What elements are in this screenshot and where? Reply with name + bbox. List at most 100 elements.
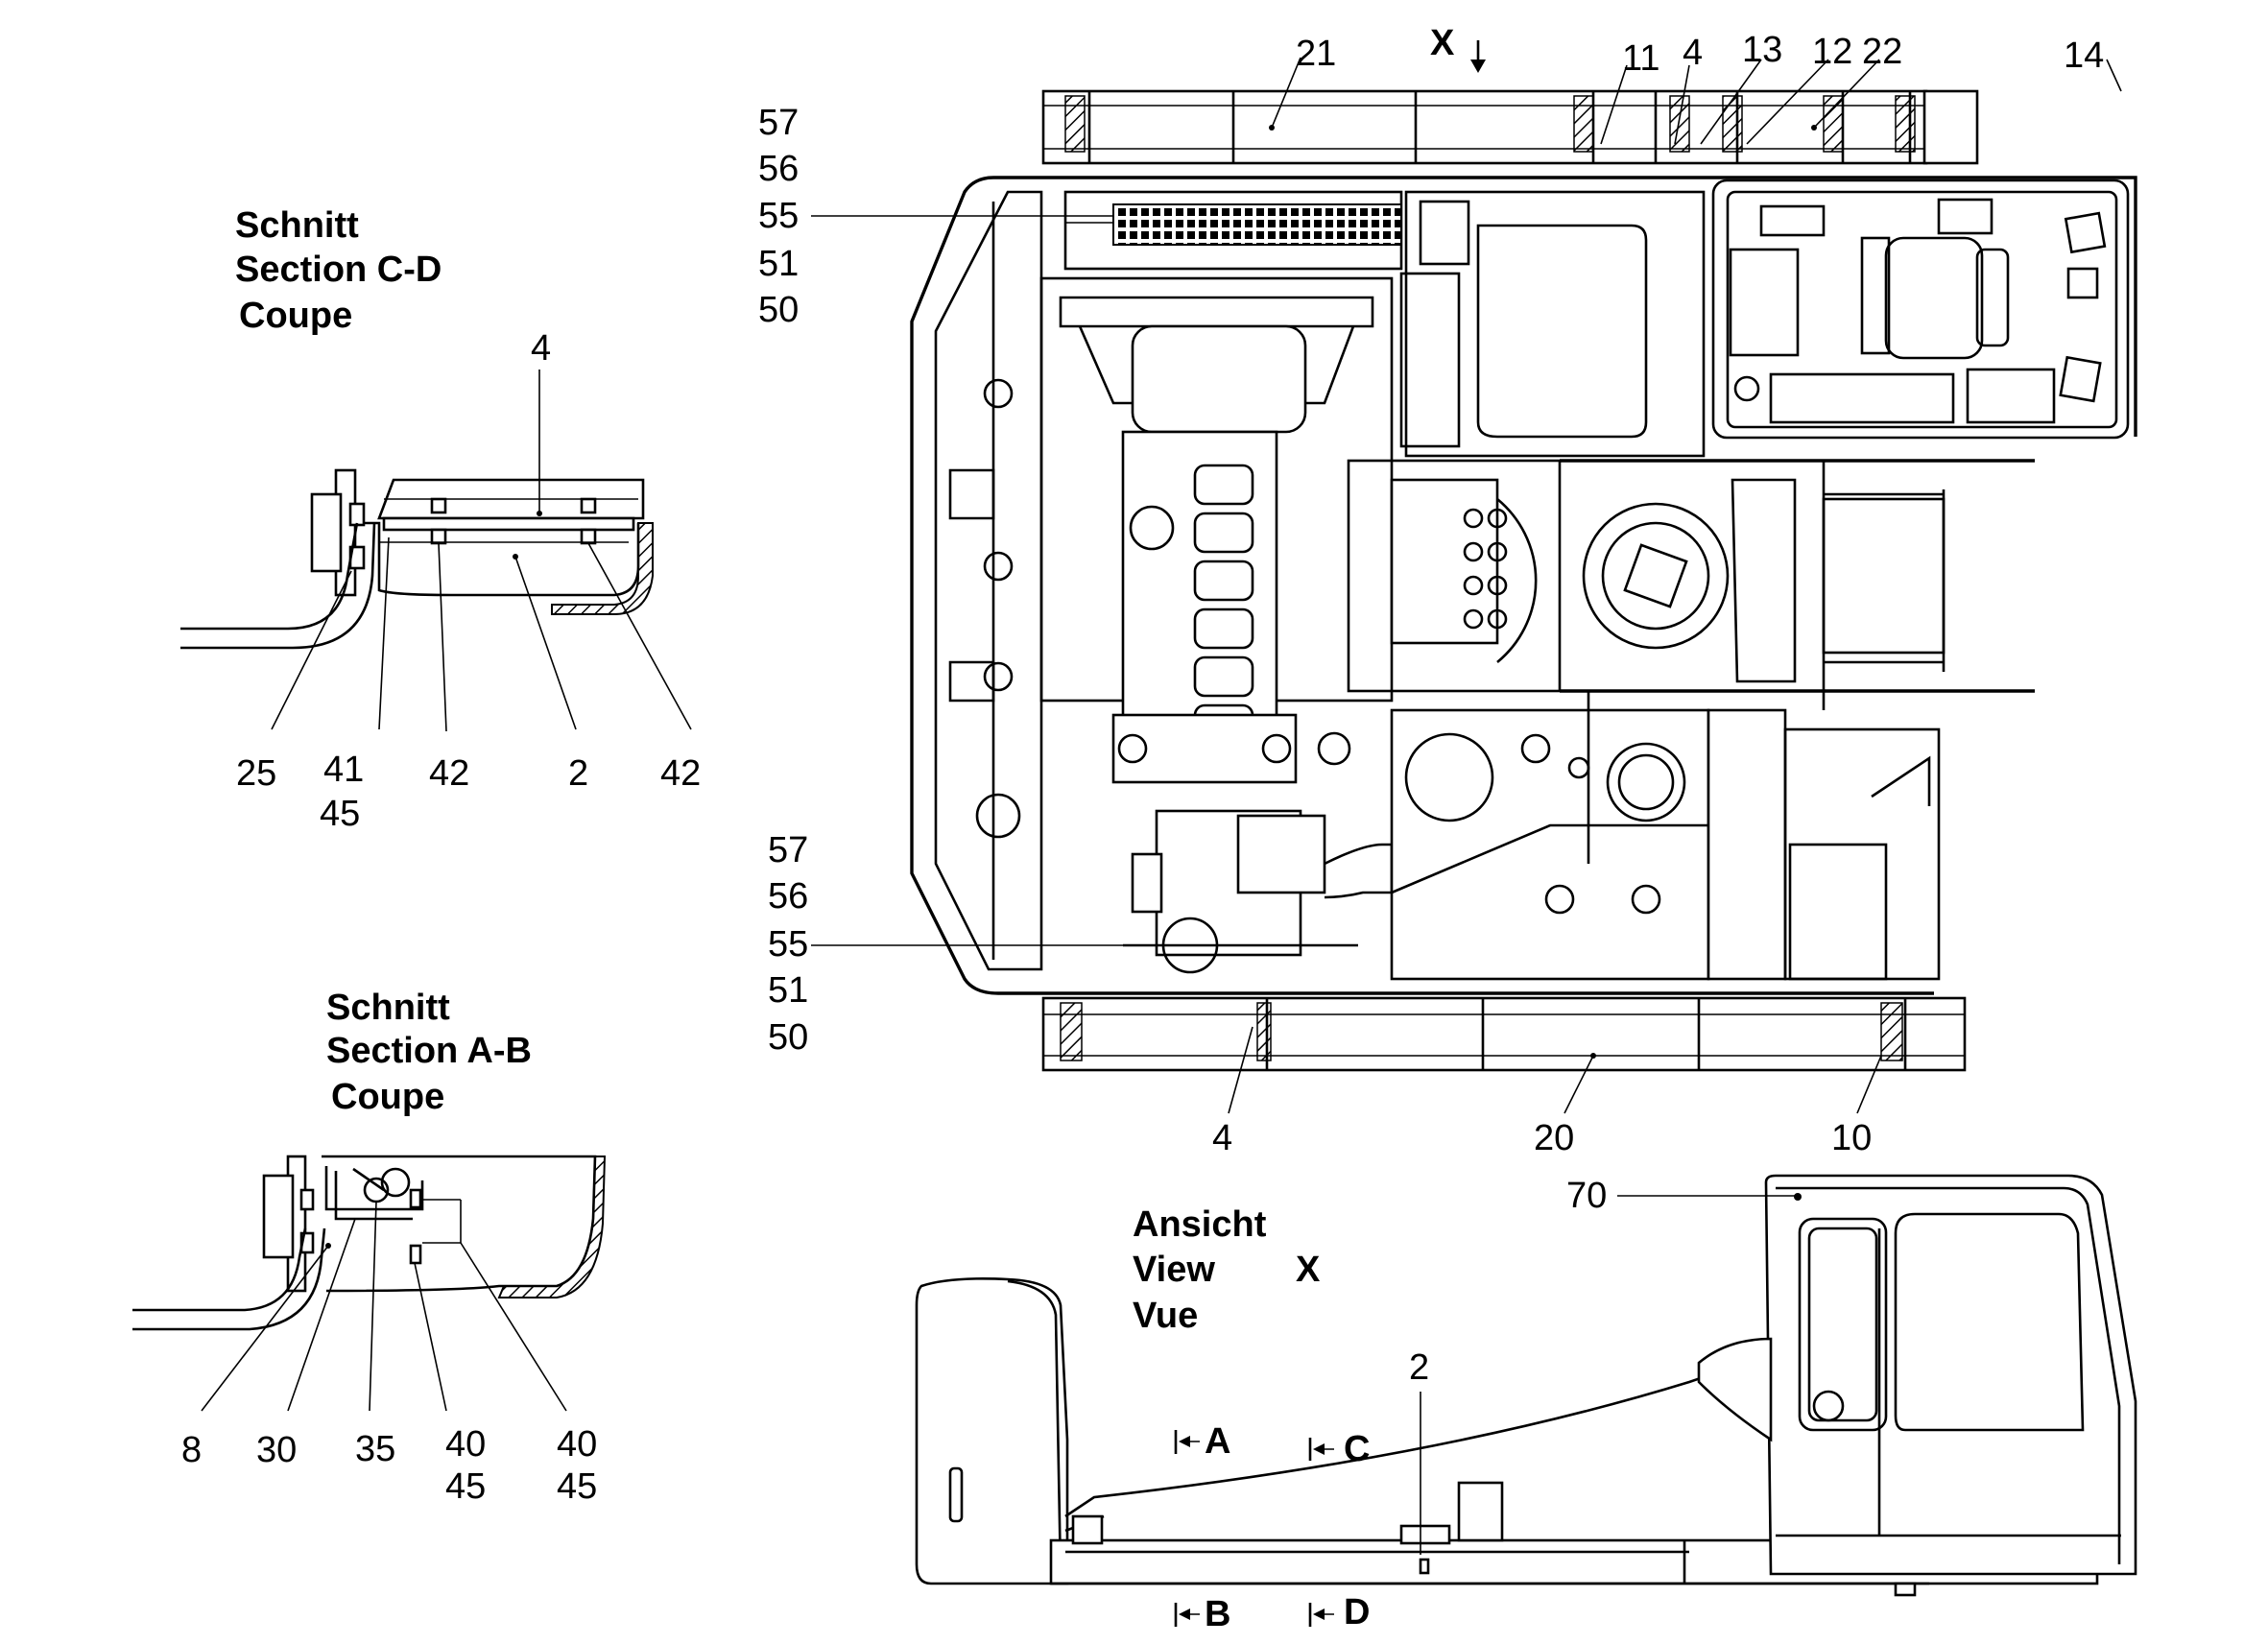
cover-rail [382, 516, 635, 532]
leader-ab-30 [287, 1218, 356, 1412]
filler-cap [1606, 742, 1686, 822]
label-bot-20: 20 [1534, 1118, 1574, 1158]
label-ab-35: 35 [355, 1429, 395, 1469]
label-ab-45a: 45 [445, 1466, 486, 1507]
leader-ab-35 [369, 1201, 377, 1412]
leader-bot-4 [1228, 1026, 1253, 1114]
label-mid-50: 50 [768, 1017, 808, 1058]
cab-fender [1697, 1337, 1773, 1442]
fan-shroud [1059, 296, 1374, 328]
label-mid-51: 51 [768, 970, 808, 1011]
leader-bot-20 [1564, 1055, 1594, 1114]
leader-ab-8 [201, 1245, 329, 1412]
label-top-55: 55 [758, 196, 799, 236]
label-top-50: 50 [758, 290, 799, 330]
leader-top-13 [1700, 59, 1762, 145]
view-x-drawing: Ansicht View X Vue [915, 1174, 2137, 1634]
label-top-51: 51 [758, 244, 799, 284]
label-ab-40b: 40 [557, 1424, 597, 1465]
counterweight-side [915, 1277, 1069, 1585]
label-ab-45b: 45 [557, 1466, 597, 1507]
section-cd-title-line2: Section C-D [235, 250, 442, 290]
tray-hatched-edge [497, 1156, 607, 1299]
pipe-outline [180, 522, 376, 650]
control-console [1769, 372, 1955, 424]
label-top-4: 4 [1683, 33, 1703, 73]
tank-lid [1404, 732, 1494, 822]
mounting-flange [262, 1174, 295, 1259]
leader-cd-25 [271, 570, 352, 730]
control-console-right [1966, 368, 2056, 424]
view-x-title-line1: Ansicht [1133, 1204, 1267, 1245]
leader-bot-10 [1856, 1055, 1882, 1114]
label-top-11: 11 [1622, 38, 1659, 79]
pump-hose [1324, 843, 1394, 899]
bottom-platform-fasteners [1060, 1002, 1903, 1061]
cut-label-d: D [1344, 1592, 1370, 1632]
frame-outline [993, 176, 2137, 437]
label-cd-25: 25 [236, 753, 276, 794]
control-valve [1390, 478, 1499, 645]
top-platform [1041, 89, 1928, 165]
cut-label-c: C [1344, 1429, 1370, 1469]
leader-top-4 [1674, 64, 1690, 145]
label-ab-8: 8 [181, 1430, 202, 1470]
leader-top-14 [2106, 59, 2122, 92]
valve-spools [1463, 508, 1508, 630]
bolt-head [348, 502, 366, 527]
label-cd-42b: 42 [660, 753, 701, 794]
fuel-tank [1390, 708, 1710, 981]
hose-clamp [380, 1167, 411, 1198]
leader-top-21 [1271, 57, 1301, 129]
section-cd-drawing: Schnitt Section C-D Coupe 4 25 4 [180, 205, 701, 834]
bottom-platform [1041, 996, 1967, 1072]
engine-mount [1111, 713, 1298, 784]
mounting-flange [310, 492, 343, 573]
label-cd-41: 41 [323, 750, 364, 790]
leader-top-12 [1746, 59, 1829, 145]
view-x-title-letter: X [1296, 1250, 1321, 1290]
section-ab-title-line1: Schnitt [326, 988, 450, 1028]
label-top-22: 22 [1862, 32, 1902, 72]
label-ab-30: 30 [256, 1430, 297, 1470]
label-view-2: 2 [1409, 1347, 1429, 1388]
label-cd-2: 2 [568, 753, 588, 794]
label-bot-4: 4 [1212, 1118, 1232, 1158]
bolt-42a [430, 528, 447, 545]
label-top-12: 12 [1812, 32, 1852, 72]
frame-outline [910, 176, 1934, 995]
label-bot-10: 10 [1831, 1118, 1872, 1158]
label-top-56: 56 [758, 149, 799, 189]
section-ab-drawing: Schnitt Section A-B Coupe 8 30 35 40 [132, 988, 607, 1507]
label-cd-4: 4 [531, 328, 551, 369]
label-top-14: 14 [2064, 36, 2104, 76]
label-top-57: 57 [758, 103, 799, 143]
drain-plug [1419, 1558, 1430, 1575]
cut-label-b: B [1205, 1594, 1230, 1634]
label-top-21: 21 [1296, 34, 1336, 74]
label-top-13: 13 [1742, 30, 1782, 70]
section-ab-title-line2: Section A-B [326, 1031, 532, 1071]
leader-cd-41 [378, 536, 390, 730]
control-panel-left [1729, 248, 1800, 357]
bolt-42b [580, 528, 597, 545]
operator-seat [1884, 236, 1984, 360]
section-cd-title-line3: Coupe [239, 296, 352, 336]
cab-front-window [1894, 1212, 2085, 1432]
tray-hatched-edge [551, 522, 654, 615]
leader-cd-2 [514, 556, 577, 730]
cab-side [1764, 1174, 2137, 1576]
leader-cd-42b [587, 542, 692, 730]
engine-pulley [1129, 505, 1175, 551]
view-x-title-line2: View [1133, 1250, 1215, 1290]
section-ab-title-line3: Coupe [331, 1077, 444, 1117]
label-ab-40a: 40 [445, 1424, 486, 1465]
counterweight [934, 190, 1043, 971]
section-cd-title-line1: Schnitt [235, 205, 359, 246]
leader-ab-40a [414, 1262, 447, 1412]
leader-cd-42a [438, 542, 447, 732]
label-mid-57: 57 [768, 830, 808, 870]
label-cd-45: 45 [320, 794, 360, 834]
view-x-title-line3: Vue [1133, 1296, 1198, 1336]
